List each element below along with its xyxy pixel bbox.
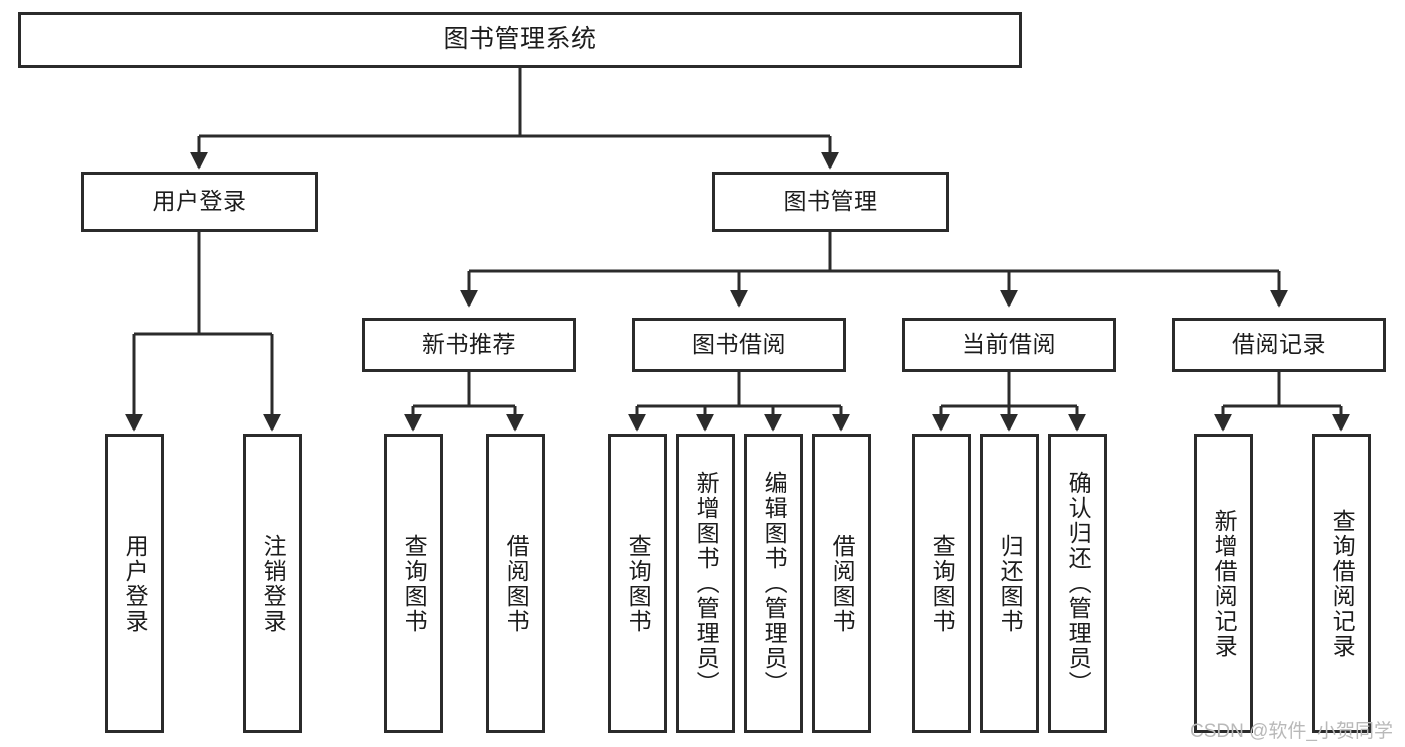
node-leaf-query-book-2-label: 查询图书 <box>625 533 652 634</box>
node-leaf-return-book[interactable]: 归还图书 <box>980 434 1039 733</box>
node-leaf-query-record-label: 查询借阅记录 <box>1329 508 1356 659</box>
node-book-manage[interactable]: 图书管理 <box>712 172 949 232</box>
node-leaf-edit-book-label: 编辑图书（管理员） <box>761 471 788 696</box>
node-current-borrow-label: 当前借阅 <box>962 331 1056 358</box>
node-new-book-rec[interactable]: 新书推荐 <box>362 318 576 372</box>
node-leaf-borrow-book-1[interactable]: 借阅图书 <box>486 434 545 733</box>
node-leaf-confirm-return[interactable]: 确认归还（管理员） <box>1048 434 1107 733</box>
node-leaf-query-book-1[interactable]: 查询图书 <box>384 434 443 733</box>
node-borrow-record[interactable]: 借阅记录 <box>1172 318 1386 372</box>
node-root-label: 图书管理系统 <box>443 25 597 54</box>
node-leaf-query-book-2[interactable]: 查询图书 <box>608 434 667 733</box>
node-leaf-borrow-book-1-label: 借阅图书 <box>503 533 530 634</box>
node-current-borrow[interactable]: 当前借阅 <box>902 318 1116 372</box>
node-user-login-label: 用户登录 <box>152 188 247 215</box>
node-leaf-user-login-label: 用户登录 <box>122 533 149 634</box>
node-leaf-confirm-return-label: 确认归还（管理员） <box>1065 471 1092 696</box>
node-borrow-record-label: 借阅记录 <box>1232 331 1326 358</box>
node-leaf-borrow-book-2[interactable]: 借阅图书 <box>812 434 871 733</box>
node-user-login[interactable]: 用户登录 <box>81 172 318 232</box>
node-leaf-edit-book[interactable]: 编辑图书（管理员） <box>744 434 803 733</box>
node-leaf-add-record-label: 新增借阅记录 <box>1211 508 1238 659</box>
node-leaf-add-book-label: 新增图书（管理员） <box>693 471 720 696</box>
node-leaf-add-record[interactable]: 新增借阅记录 <box>1194 434 1253 733</box>
node-leaf-query-book-3-label: 查询图书 <box>929 533 956 634</box>
node-new-book-rec-label: 新书推荐 <box>422 331 516 358</box>
node-book-borrow-label: 图书借阅 <box>692 331 786 358</box>
node-leaf-query-record[interactable]: 查询借阅记录 <box>1312 434 1371 733</box>
node-leaf-query-book-1-label: 查询图书 <box>401 533 428 634</box>
node-root[interactable]: 图书管理系统 <box>18 12 1022 68</box>
node-book-borrow[interactable]: 图书借阅 <box>632 318 846 372</box>
node-leaf-query-book-3[interactable]: 查询图书 <box>912 434 971 733</box>
watermark-text: CSDN @软件_小贺同学 <box>1190 721 1393 742</box>
node-leaf-logout-label: 注销登录 <box>260 533 287 634</box>
node-leaf-logout[interactable]: 注销登录 <box>243 434 302 733</box>
node-leaf-add-book[interactable]: 新增图书（管理员） <box>676 434 735 733</box>
node-leaf-return-book-label: 归还图书 <box>997 533 1024 634</box>
node-book-manage-label: 图书管理 <box>783 188 878 215</box>
node-leaf-borrow-book-2-label: 借阅图书 <box>829 533 856 634</box>
node-leaf-user-login[interactable]: 用户登录 <box>105 434 164 733</box>
